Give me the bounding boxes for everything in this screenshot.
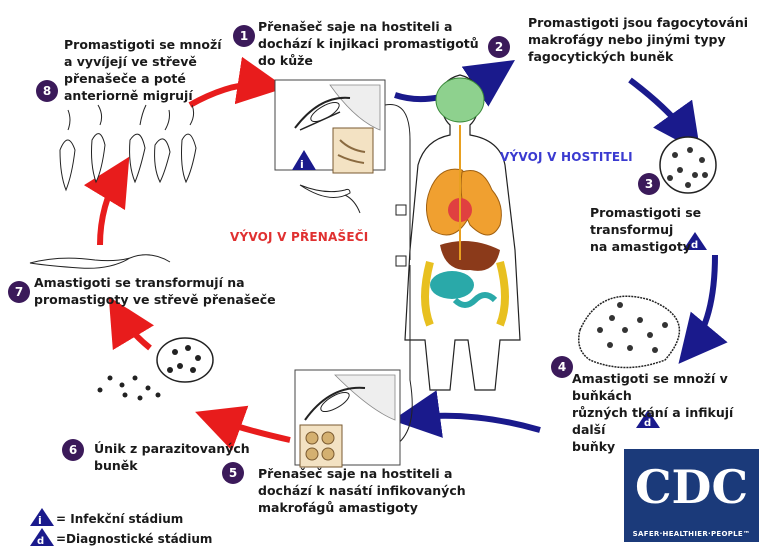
macrophage-with-promastigotes — [660, 137, 716, 193]
svg-text:d: d — [37, 536, 44, 547]
body-marker-lower — [396, 256, 406, 266]
promastigote-injected — [300, 185, 360, 213]
promastigote-transforming — [30, 255, 170, 268]
step-2-badge: 2 — [488, 36, 510, 58]
legend-diagnostic-marker: d — [30, 528, 54, 547]
svg-text:i: i — [38, 514, 42, 527]
step-6-badge: 6 — [62, 439, 84, 461]
sandfly-feeding-illustration-top — [275, 80, 385, 173]
arrow-7-to-8 — [100, 172, 120, 245]
step-3-badge: 3 — [638, 173, 660, 195]
dividing-promastigotes — [60, 105, 196, 190]
step-1-badge: 1 — [233, 25, 255, 47]
infected-tissue-cell — [579, 296, 680, 367]
arrow-4-to-5 — [410, 416, 540, 430]
step-8-badge: 8 — [36, 80, 58, 102]
legend-infective-text: = Infekční stádium — [56, 512, 183, 526]
body-marker-upper — [396, 205, 406, 215]
step-4-badge: 4 — [551, 356, 573, 378]
cdc-logo-text: CDC — [624, 457, 759, 517]
vector-phase-label: VÝVOJ V PŘENAŠEČI — [230, 230, 368, 244]
step-7-badge: 7 — [8, 281, 30, 303]
arrow-6-to-7 — [118, 312, 150, 348]
connector-top — [385, 104, 410, 260]
arrow-2-to-3 — [630, 80, 690, 138]
legend-diagnostic-text: =Diagnostické stádium — [56, 532, 212, 546]
cdc-logo: CDC SAFER·HEALTHIER·PEOPLE™ — [624, 449, 759, 542]
host-phase-label: VÝVOJ V HOSTITELI — [500, 150, 633, 164]
svg-text:i: i — [300, 158, 304, 171]
sandfly-feeding-illustration-bottom — [295, 370, 400, 467]
ruptured-cell-amastigotes — [98, 338, 214, 401]
cdc-logo-tagline: SAFER·HEALTHIER·PEOPLE™ — [624, 530, 759, 538]
human-body-illustration — [405, 75, 520, 390]
legend-infective-marker: i — [30, 508, 54, 527]
arrow-5-to-6 — [212, 418, 290, 440]
arrow-3-to-4 — [690, 255, 715, 350]
